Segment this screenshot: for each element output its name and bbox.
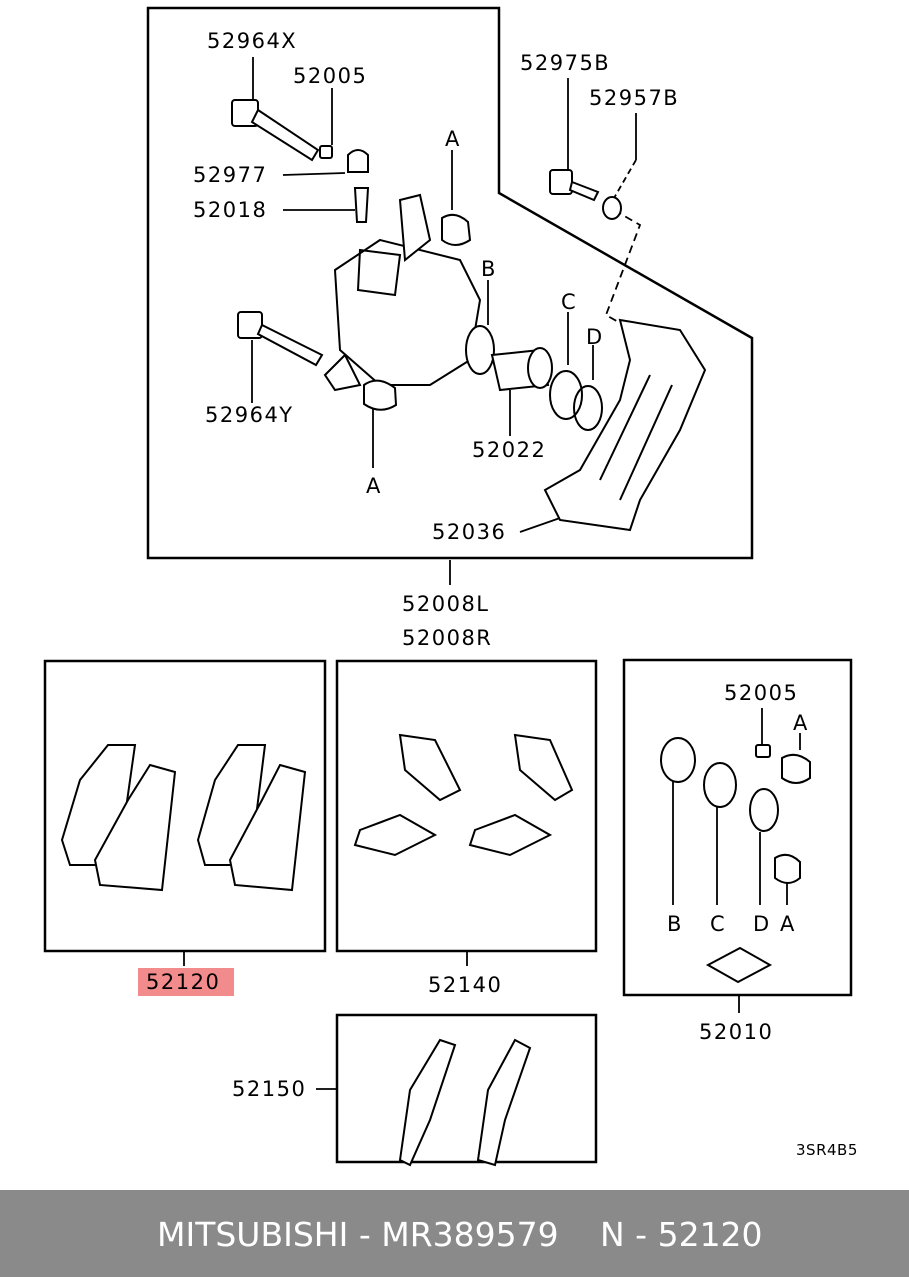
bolt-head-icon <box>549 169 573 195</box>
part-52120-label[interactable]: 52120 <box>138 968 235 996</box>
part-52036-label[interactable]: 52036 <box>432 520 507 544</box>
retaining-ring-icon <box>573 385 603 431</box>
part-52964y-label[interactable]: 52964Y <box>205 403 294 427</box>
part-52140-label[interactable]: 52140 <box>428 973 503 997</box>
part-52964x-label[interactable]: 52964X <box>207 29 298 53</box>
part-52977-label[interactable]: 52977 <box>193 163 268 187</box>
highlighted-part-number: 52120 <box>138 968 235 996</box>
seal-ring-icon <box>465 325 495 375</box>
kit-ref-d-label: D <box>753 912 771 936</box>
seal-kit-icon <box>660 737 811 984</box>
caliper-parts-icon <box>231 99 707 532</box>
kit-ref-b-label: B <box>667 912 683 936</box>
part-52008r-label[interactable]: 52008R <box>402 626 493 650</box>
clip-box <box>335 659 598 953</box>
caliper-bracket-icon <box>543 318 707 532</box>
pad-shim-icon <box>398 1038 532 1167</box>
parts-diagram <box>43 6 853 1167</box>
pad-box <box>43 659 327 953</box>
part-52018-label[interactable]: 52018 <box>193 198 268 222</box>
grease-packet-icon <box>705 946 773 984</box>
drawing-code: 3SR4B5 <box>796 1141 858 1159</box>
part-52005-kit-label[interactable]: 52005 <box>724 681 799 705</box>
part-52005-label[interactable]: 52005 <box>293 64 368 88</box>
part-52008l-label[interactable]: 52008L <box>402 592 490 616</box>
part-52022-label[interactable]: 52022 <box>472 438 547 462</box>
caliper-body-icon <box>333 238 482 386</box>
shim-box <box>335 1013 598 1164</box>
kit-ref-a2-label: A <box>780 912 796 936</box>
brake-pad-icon <box>60 744 307 892</box>
ref-a-label: A <box>366 474 382 498</box>
washer-icon <box>602 196 622 220</box>
seal-kit-box <box>622 658 853 997</box>
pad-clip-icon <box>353 733 574 857</box>
part-52957b-label[interactable]: 52957B <box>589 86 680 110</box>
ref-b-label: B <box>481 257 497 281</box>
reference-number: N - 52120 <box>600 1215 763 1254</box>
part-52150-label[interactable]: 52150 <box>232 1077 307 1101</box>
kit-ref-c-label: C <box>710 912 727 936</box>
footer-bar: MITSUBISHI - MR389579 N - 52120 <box>0 1190 909 1277</box>
part-52010-label[interactable]: 52010 <box>699 1020 774 1044</box>
ref-a-label: A <box>445 127 461 151</box>
kit-ref-a-label: A <box>793 711 809 735</box>
brand-part-number: MITSUBISHI - MR389579 <box>157 1215 559 1254</box>
caliper-assembly-frame <box>146 6 754 560</box>
ref-d-label: D <box>586 325 604 349</box>
part-52975b-label[interactable]: 52975B <box>520 51 611 75</box>
boot-icon <box>441 213 472 246</box>
boot-icon <box>363 379 398 411</box>
ref-c-label: C <box>561 290 578 314</box>
